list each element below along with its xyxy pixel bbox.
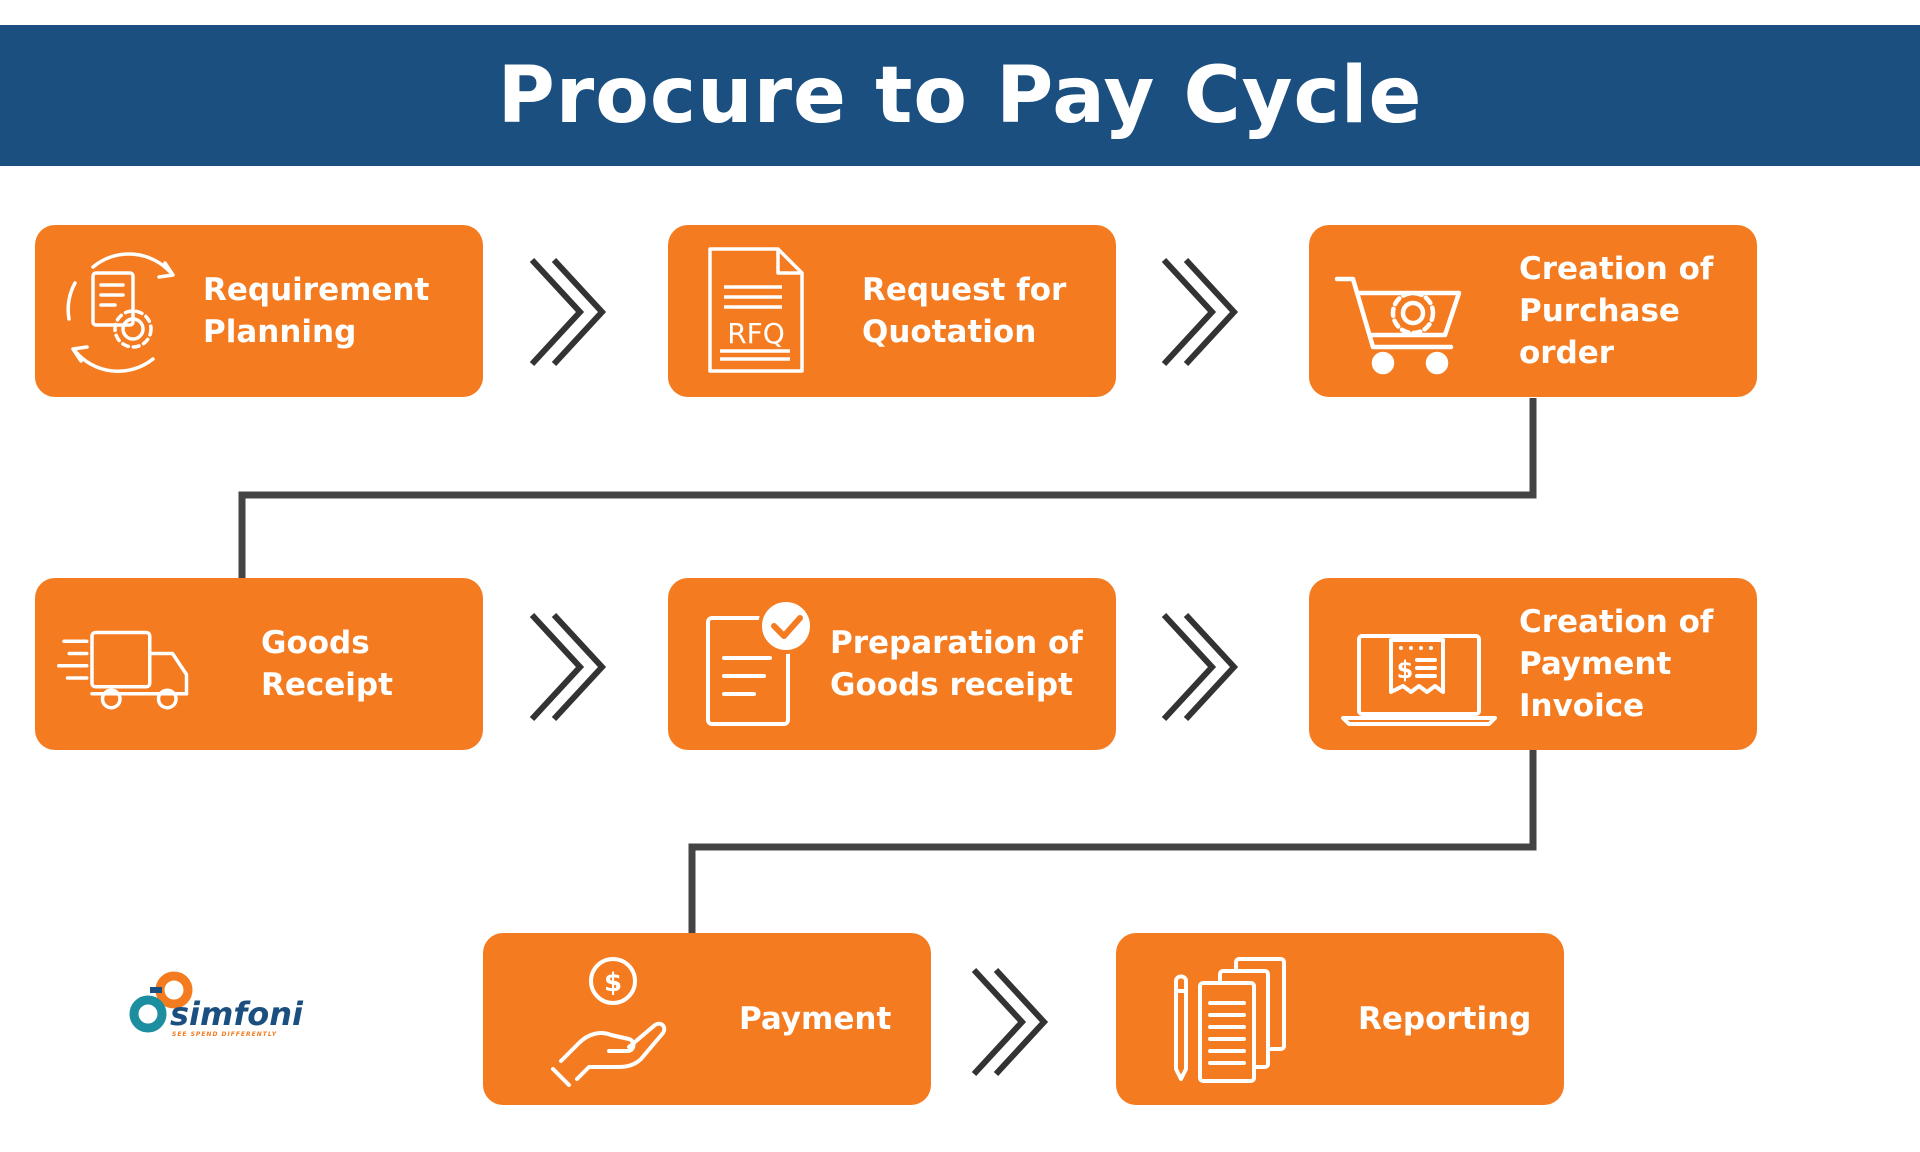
hand-coin-icon: $ [545, 951, 685, 1087]
chevron-right-icon [1160, 611, 1244, 723]
step-label: Requirement Planning [203, 272, 430, 350]
simfoni-logo: simfoni SEE SPEND DIFFERENTLY [126, 970, 306, 1042]
step-reporting: Reporting [1116, 933, 1564, 1105]
laptop-invoice-icon: $ [1339, 596, 1503, 732]
simfoni-logo-mark-icon [129, 971, 193, 1033]
step-label: Creation of Payment Invoice [1519, 604, 1714, 724]
logo-name: simfoni [170, 995, 304, 1033]
rfq-document-icon: RFQ [690, 243, 830, 379]
requirement-planning-icon [53, 243, 193, 379]
step-label: Creation of Purchase order [1519, 251, 1714, 371]
step-payment: $ Payment [483, 933, 931, 1105]
chevron-right-icon [528, 256, 612, 368]
step-label: Goods Receipt [261, 625, 393, 703]
step-creation-of-purchase-order: Creation of Purchase order [1309, 225, 1757, 397]
rfq-icon-text: RFQ [727, 317, 785, 350]
page-title: Procure to Pay Cycle [497, 50, 1423, 141]
step-creation-of-payment-invoice: $ Creation of Payment Invoice [1309, 578, 1757, 750]
stacked-documents-pen-icon [1168, 951, 1308, 1087]
connector-row2-to-row3 [688, 750, 1537, 933]
step-label: Preparation of Goods receipt [830, 625, 1083, 703]
logo-tagline: SEE SPEND DIFFERENTLY [172, 1031, 278, 1038]
shopping-cart-gear-icon [1333, 243, 1473, 379]
header-bar: Procure to Pay Cycle [0, 25, 1920, 166]
step-goods-receipt: Goods Receipt [35, 578, 483, 750]
step-label: Payment [739, 1001, 892, 1037]
step-label: Request for Quotation [862, 272, 1067, 350]
coin-icon-text: $ [604, 968, 622, 998]
chevron-right-icon [970, 966, 1054, 1078]
chevron-right-icon [528, 611, 612, 723]
step-preparation-of-goods-receipt: Preparation of Goods receipt [668, 578, 1116, 750]
step-label: Reporting [1358, 1001, 1532, 1037]
delivery-truck-icon [57, 596, 197, 732]
invoice-icon-text: $ [1397, 656, 1414, 684]
connector-row1-to-row2 [238, 398, 1537, 578]
step-requirement-planning: Requirement Planning [35, 225, 483, 397]
checked-document-icon [694, 596, 834, 732]
step-request-for-quotation: RFQ Request for Quotation [668, 225, 1116, 397]
chevron-right-icon [1160, 256, 1244, 368]
